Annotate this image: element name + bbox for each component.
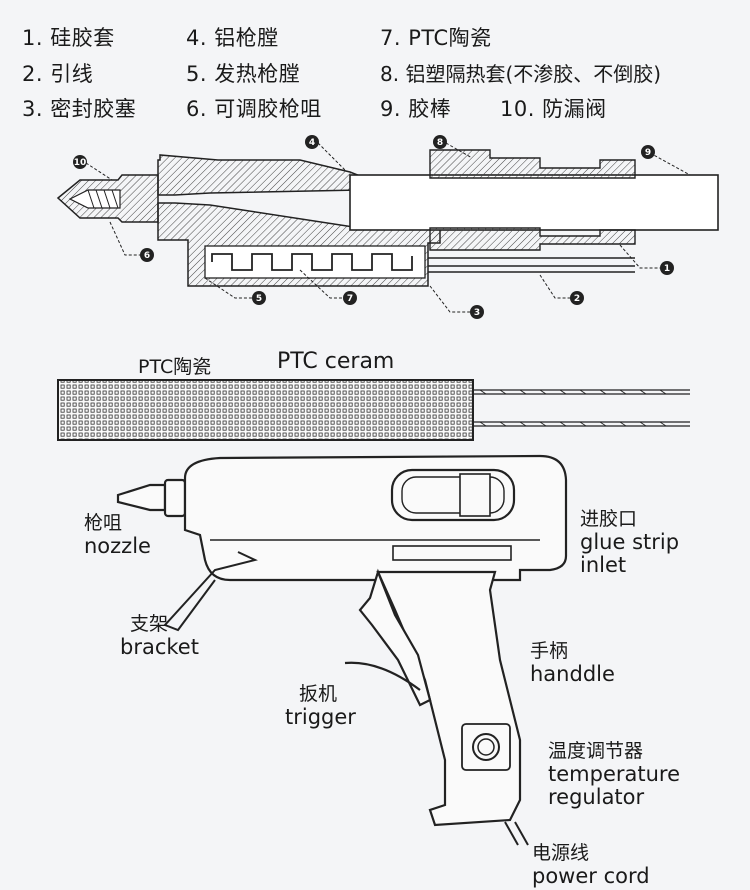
legend-item-7: 7. PTC陶瓷 [380,26,492,50]
legend-item-3: 3. 密封胶塞 [22,97,137,121]
legend-item-4: 4. 铝枪膛 [186,26,279,50]
handle-label-cn: 手柄 [530,640,569,662]
svg-text:7: 7 [347,294,353,304]
nozzle-label: 枪咀 nozzle [84,512,151,558]
trigger-label-cn: 扳机 [299,683,338,705]
svg-text:3: 3 [474,308,480,318]
glue-stick [349,174,719,231]
svg-text:2: 2 [574,294,580,304]
inlet-label-en-1: glue strip [580,530,680,554]
svg-text:9: 9 [645,148,651,158]
callout-leaders [85,142,691,313]
legend-item-5: 5. 发热枪膛 [186,62,301,86]
inlet-label-cn: 进胶口 [580,508,638,530]
cord-label-cn: 电源线 [532,842,590,864]
ptc-lead-upper [473,389,690,395]
inlet-label: 进胶口 glue strip inlet [580,508,679,577]
callout-5: 5 [252,291,266,305]
nozzle-label-cn: 枪咀 [84,512,123,534]
callout-6: 6 [140,248,154,262]
callout-8: 8 [433,135,447,149]
handle-label-en: handdle [530,662,615,686]
callout-3: 3 [470,305,484,319]
callout-10: 10 [73,155,87,169]
inlet-label-en-2: inlet [580,553,627,577]
callout-2: 2 [570,291,584,305]
trigger-label-en: trigger [285,705,356,729]
cord-label: 电源线 power cord [532,842,650,888]
legend-item-1: 1. 硅胶套 [22,26,115,50]
callout-markers: 10 4 8 9 1 2 3 6 5 7 [73,135,674,319]
regulator-label-en-1: temperature [548,762,680,786]
svg-text:6: 6 [144,251,150,261]
bracket-label: 支架 bracket [120,613,199,659]
power-cord [504,821,529,846]
regulator-label-en-2: regulator [548,785,645,809]
nozzle-label-en: nozzle [84,534,151,558]
heating-chamber [204,245,426,279]
regulator-label-cn: 温度调节器 [548,740,644,762]
legend-item-6: 6. 可调胶枪咀 [186,97,322,121]
gun-main-body [183,454,568,582]
svg-text:10: 10 [74,158,87,168]
svg-text:4: 4 [309,138,315,148]
gun-handle [376,570,522,827]
callout-1: 1 [660,261,674,275]
svg-text:1: 1 [664,264,670,274]
trigger-label: 扳机 trigger [285,683,356,729]
svg-text:8: 8 [437,138,443,148]
bracket-label-cn: 支架 [130,613,169,635]
silicone-sleeve-bottom [429,227,636,251]
legend-item-2: 2. 引线 [22,62,94,86]
ptc-lead-lower [473,421,690,427]
ptc-label-en: PTC ceram [277,349,395,374]
regulator-label: 温度调节器 temperature regulator [548,740,680,809]
cross-section [56,149,719,287]
gun-bracket [163,551,258,632]
ptc-ceramic-plate [57,379,690,441]
bracket-label-en: bracket [120,635,199,659]
gun-nozzle [116,483,167,512]
ptc-label-cn: PTC陶瓷 [138,356,212,378]
cord-label-en: power cord [532,864,650,888]
ptc-element [211,253,413,271]
leak-valve [68,189,121,209]
callout-4: 4 [305,135,319,149]
legend-item-8: 8. 铝塑隔热套(不渗胶、不倒胶) [380,62,662,86]
callout-9: 9 [641,145,655,159]
legend-item-9: 9. 胶棒 [380,97,452,121]
callout-7: 7 [343,291,357,305]
handle-label: 手柄 handdle [530,640,615,686]
svg-text:5: 5 [256,294,262,304]
glue-gun-body [116,454,568,846]
insulation-sleeve-top [429,149,636,179]
legend-item-10: 10. 防漏阀 [500,97,607,121]
